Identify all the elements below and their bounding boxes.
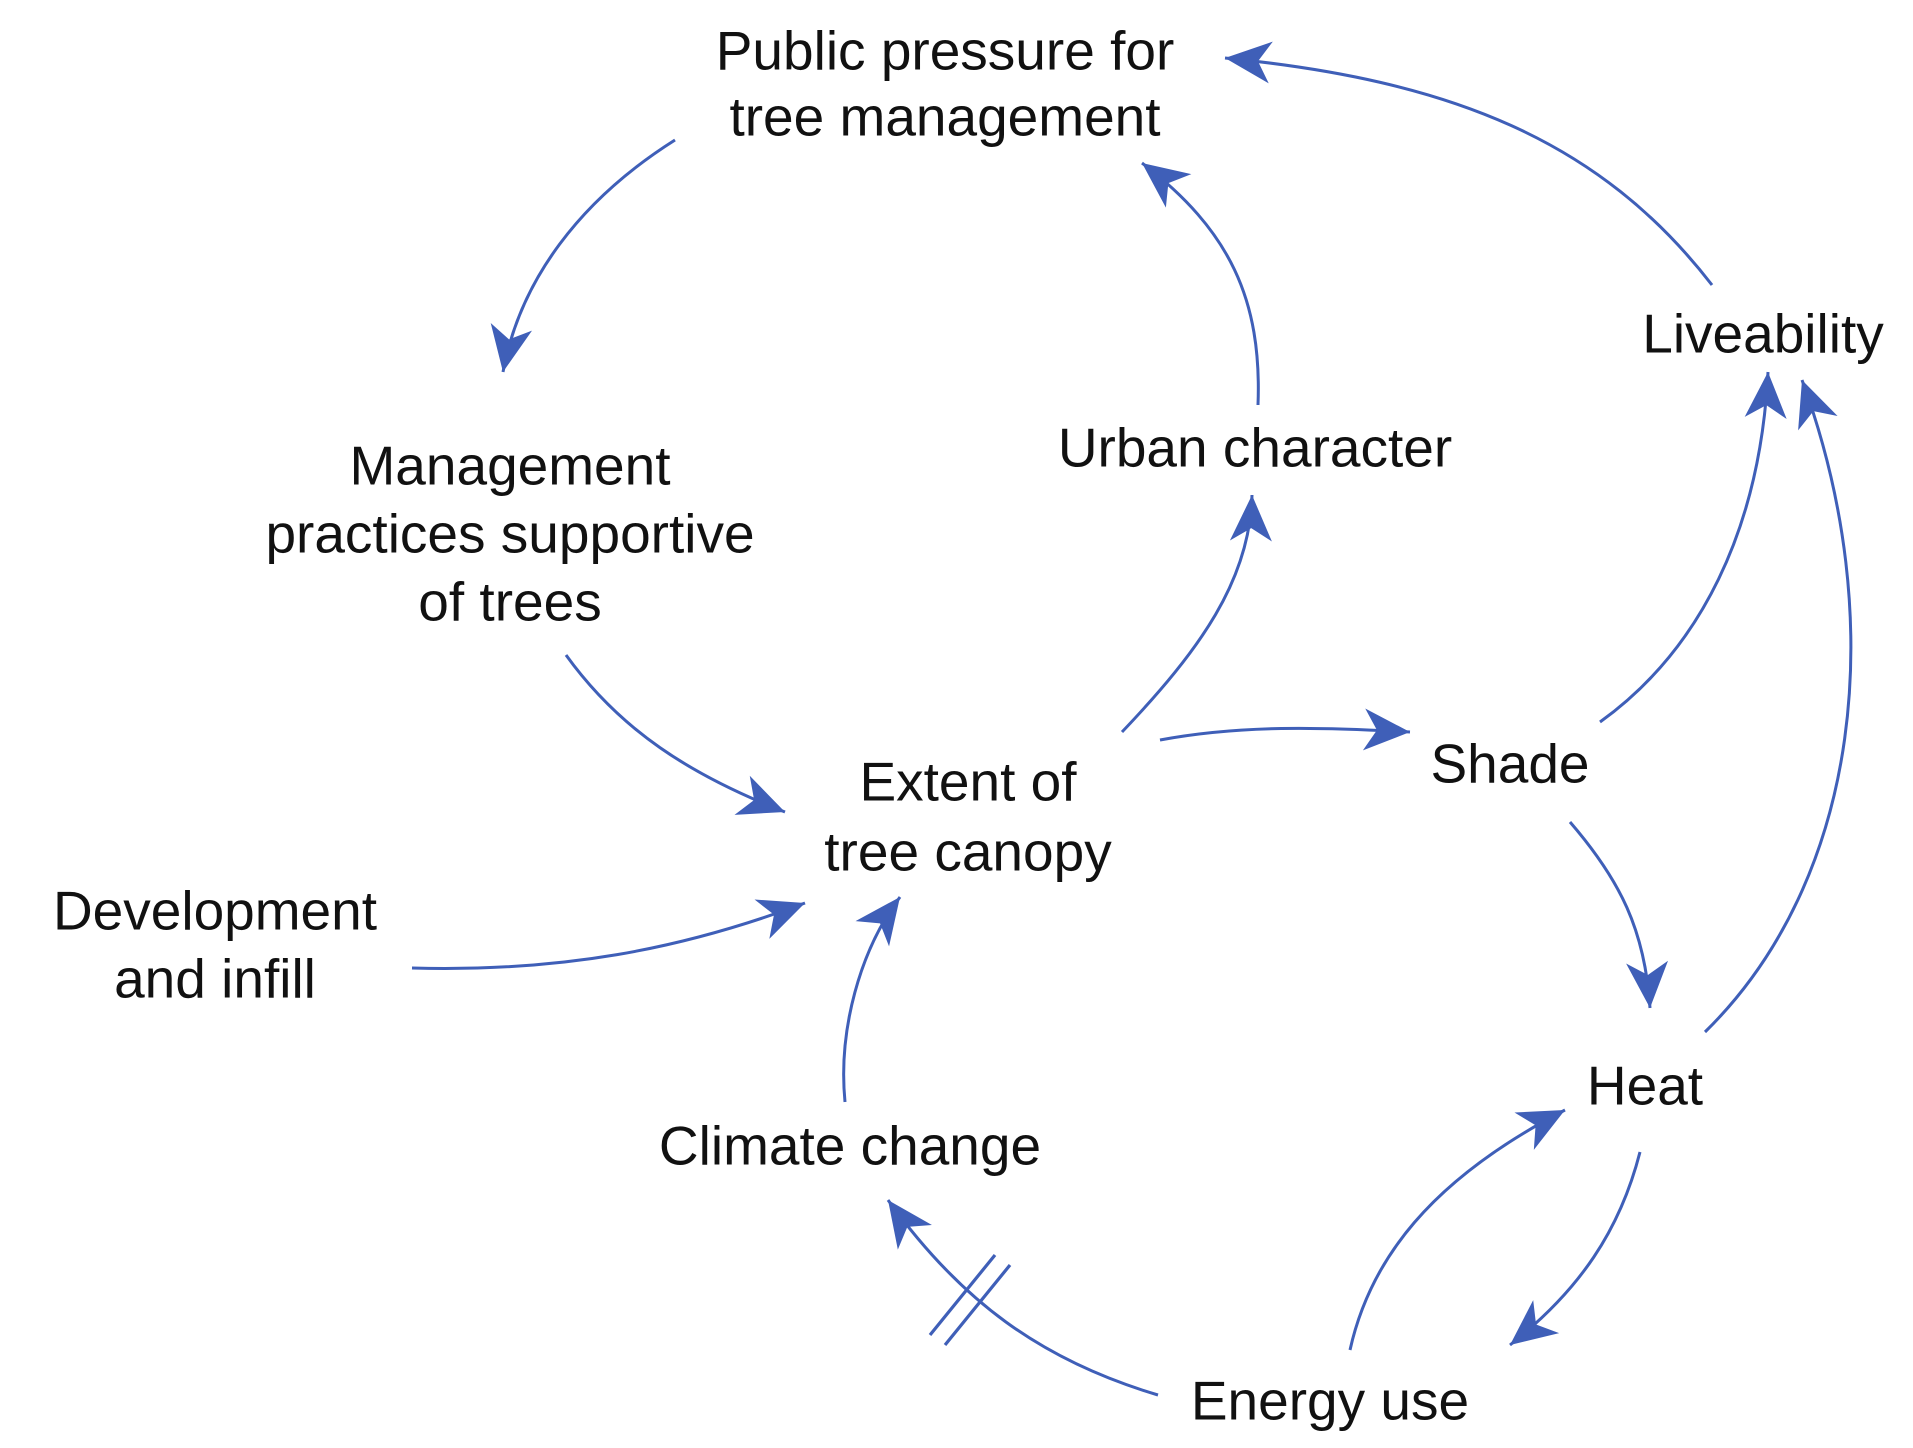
link-liveability-to-public-pressure-arrowhead: [1225, 41, 1273, 84]
link-liveability-to-public-pressure-curve: [1224, 56, 1714, 286]
link-energy-use-to-heat-arrowhead: [1514, 1110, 1565, 1150]
link-shade-to-liveability-arrowhead: [1744, 372, 1787, 420]
link-shade-to-heat: [1568, 821, 1669, 1009]
link-development-and-infill-to-extent-of-tree-canopy-arrowhead: [754, 899, 805, 939]
node-heat: Heat: [1587, 1055, 1703, 1117]
node-climate-change-label-line-1: Climate change: [659, 1115, 1041, 1177]
link-urban-character-to-public-pressure-curve: [1141, 161, 1260, 406]
link-climate-change-to-extent-of-tree-canopy: [842, 896, 902, 1103]
link-extent-of-tree-canopy-to-shade: [1159, 708, 1411, 751]
delay-mark-2: [943, 1263, 1012, 1347]
link-public-pressure-to-management-practices: [490, 138, 676, 373]
link-management-practices-to-extent-of-tree-canopy-curve: [564, 654, 786, 814]
link-climate-change-to-extent-of-tree-canopy-arrowhead: [855, 897, 900, 947]
link-energy-use-to-climate-change: [886, 1199, 1159, 1397]
link-urban-character-to-public-pressure: [1141, 161, 1260, 406]
link-heat-to-liveability-curve: [1703, 379, 1853, 1034]
link-extent-of-tree-canopy-to-shade-curve: [1159, 726, 1411, 742]
link-shade-to-heat-arrowhead: [1626, 960, 1669, 1008]
node-energy-use-label-line-1: Energy use: [1191, 1370, 1469, 1432]
link-energy-use-to-heat-curve: [1348, 1108, 1566, 1351]
node-shade-label-line-1: Shade: [1430, 733, 1589, 795]
node-management-practices-label-line-2: practices supportive: [265, 503, 754, 565]
node-extent-of-tree-canopy-label-line-2: tree canopy: [824, 821, 1112, 883]
link-energy-use-to-climate-change-arrowhead: [888, 1200, 932, 1250]
link-energy-use-to-climate-change-curve: [886, 1199, 1159, 1397]
link-heat-to-liveability: [1703, 379, 1853, 1034]
delay-mark-1: [928, 1253, 997, 1337]
link-shade-to-liveability-curve: [1599, 371, 1770, 724]
node-climate-change: Climate change: [659, 1115, 1041, 1177]
link-liveability-to-public-pressure: [1224, 41, 1714, 286]
link-extent-of-tree-canopy-to-shade-arrowhead: [1362, 708, 1410, 751]
link-development-and-infill-to-extent-of-tree-canopy-curve: [411, 901, 806, 970]
link-shade-to-liveability: [1599, 371, 1787, 724]
node-liveability: Liveability: [1642, 303, 1884, 365]
node-shade: Shade: [1430, 733, 1589, 795]
link-heat-to-energy-use-arrowhead: [1510, 1300, 1560, 1345]
link-public-pressure-to-management-practices-curve: [501, 138, 676, 373]
link-extent-of-tree-canopy-to-urban-character: [1120, 494, 1272, 734]
node-extent-of-tree-canopy-label-line-1: Extent of: [859, 751, 1077, 813]
node-development-and-infill-label-line-2: and infill: [114, 948, 316, 1010]
node-public-pressure-label-line-1: Public pressure for: [716, 20, 1175, 82]
link-energy-use-to-heat: [1348, 1108, 1566, 1351]
link-extent-of-tree-canopy-to-urban-character-arrowhead: [1229, 495, 1272, 542]
node-heat-label-line-1: Heat: [1587, 1055, 1703, 1117]
node-development-and-infill-label-line-1: Development: [53, 880, 377, 942]
link-management-practices-to-extent-of-tree-canopy-arrowhead: [734, 775, 785, 815]
node-urban-character-label-line-1: Urban character: [1058, 417, 1452, 479]
link-public-pressure-to-management-practices-arrowhead: [490, 322, 533, 372]
node-management-practices-label-line-1: Management: [349, 435, 670, 497]
node-energy-use: Energy use: [1191, 1370, 1469, 1432]
node-urban-character: Urban character: [1058, 417, 1452, 479]
node-management-practices-label-line-3: of trees: [418, 571, 601, 633]
link-heat-to-energy-use: [1509, 1151, 1642, 1347]
link-extent-of-tree-canopy-to-urban-character-curve: [1120, 494, 1254, 734]
link-management-practices-to-extent-of-tree-canopy: [564, 654, 786, 815]
link-heat-to-liveability-arrowhead: [1798, 380, 1838, 431]
link-development-and-infill-to-extent-of-tree-canopy: [411, 899, 806, 970]
node-extent-of-tree-canopy: Extent of tree canopy: [824, 751, 1112, 883]
node-liveability-label-line-1: Liveability: [1642, 303, 1884, 365]
node-public-pressure-label-line-2: tree management: [729, 86, 1160, 148]
link-layer: [411, 41, 1853, 1397]
link-urban-character-to-public-pressure-arrowhead: [1142, 163, 1192, 208]
